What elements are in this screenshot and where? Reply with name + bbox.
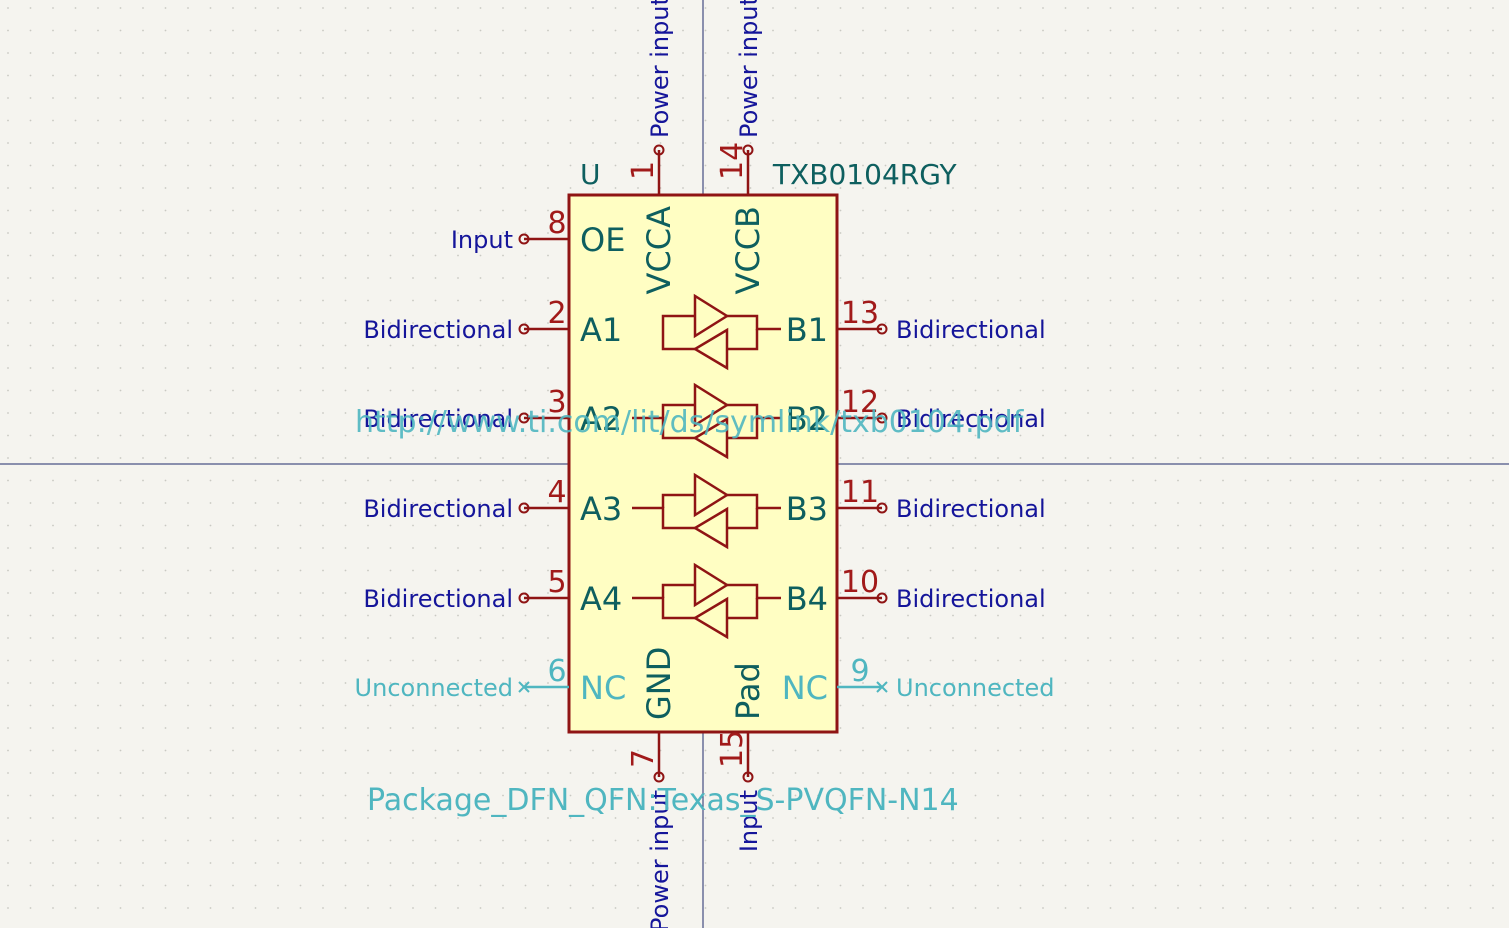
- pin-type-label: Bidirectional: [896, 495, 1046, 523]
- pin-left-a1[interactable]: 2 A1 Bidirectional: [363, 296, 622, 349]
- datasheet-field[interactable]: http://www.ti.com/lit/ds/symlink/txb0104…: [355, 405, 1025, 440]
- pin-type-label: Bidirectional: [363, 316, 513, 344]
- pin-type-label: Input: [451, 226, 513, 254]
- pin-number: 14: [715, 142, 750, 180]
- pin-right-b2[interactable]: 12 B2 Bidirectional: [786, 385, 1046, 438]
- bidirectional-buffer-symbol: [632, 382, 781, 460]
- pin-type-label: Input: [735, 790, 763, 852]
- pin-right-nc[interactable]: 9 NC Unconnected: [782, 654, 1055, 707]
- component-body[interactable]: [567, 193, 839, 734]
- pin-number: 6: [547, 654, 566, 689]
- pin-type-label: Power input: [646, 0, 674, 138]
- pin-name: A3: [580, 490, 622, 528]
- pin-right-b4[interactable]: 10 B4 Bidirectional: [786, 565, 1046, 618]
- pin-name: VCCB: [729, 206, 767, 295]
- pin-type-label: Bidirectional: [896, 316, 1046, 344]
- pin-number: 7: [626, 749, 661, 768]
- pin-name: NC: [580, 669, 626, 707]
- level-shifter-symbols: [632, 293, 781, 640]
- pin-name: B4: [786, 580, 828, 618]
- pin-name: B2: [786, 400, 828, 438]
- pin-number: 12: [841, 385, 879, 420]
- pin-name: GND: [640, 647, 678, 720]
- grid-dots: [7, 7, 1494, 909]
- pin-number: 10: [841, 565, 879, 600]
- pin-type-label: Unconnected: [896, 674, 1054, 702]
- pin-name: B1: [786, 311, 828, 349]
- pin-type-label: Unconnected: [355, 674, 513, 702]
- pin-number: 1: [626, 161, 661, 180]
- pin-bottom-gnd[interactable]: 7 GND Power input: [626, 647, 678, 928]
- bidirectional-buffer-symbol: [632, 562, 781, 640]
- pin-left-nc[interactable]: 6 NC Unconnected: [355, 654, 627, 707]
- pin-type-label: Bidirectional: [363, 405, 513, 433]
- pin-name: Pad: [729, 662, 767, 720]
- pin-name: A2: [580, 400, 622, 438]
- bidirectional-buffer-symbol: [632, 472, 781, 550]
- component-reference[interactable]: U: [580, 158, 601, 191]
- pin-type-label: Bidirectional: [896, 585, 1046, 613]
- pin-left-a3[interactable]: 4 A3 Bidirectional: [363, 475, 622, 528]
- pin-name: OE: [580, 221, 625, 259]
- pin-number: 5: [547, 565, 566, 600]
- pin-number: 3: [547, 385, 566, 420]
- pin-number: 15: [715, 730, 750, 768]
- pin-type-label: Power input: [735, 0, 763, 138]
- pin-type-label: Power input: [646, 790, 674, 928]
- pin-name: A4: [580, 580, 622, 618]
- pin-left-oe[interactable]: 8 OE Input: [451, 206, 626, 259]
- pin-number: 13: [841, 296, 879, 331]
- pin-number: 9: [850, 654, 869, 689]
- footprint-field[interactable]: Package_DFN_QFN:Texas_S-PVQFN-N14: [367, 783, 959, 818]
- pin-type-label: Bidirectional: [363, 495, 513, 523]
- pin-name: A1: [580, 311, 622, 349]
- pin-right-b1[interactable]: 13 B1 Bidirectional: [786, 296, 1046, 349]
- pin-number: 8: [547, 206, 566, 241]
- pin-left-a2[interactable]: 3 A2 Bidirectional: [363, 385, 622, 438]
- pin-name: B3: [786, 490, 828, 528]
- pin-left-a4[interactable]: 5 A4 Bidirectional: [363, 565, 622, 618]
- component-value[interactable]: TXB0104RGY: [772, 158, 958, 191]
- pin-number: 11: [841, 475, 879, 510]
- pin-right-b3[interactable]: 11 B3 Bidirectional: [786, 475, 1046, 528]
- pin-type-label: Bidirectional: [363, 585, 513, 613]
- pin-number: 4: [547, 475, 566, 510]
- pin-type-label: Bidirectional: [896, 405, 1046, 433]
- pin-name: NC: [782, 669, 828, 707]
- pin-number: 2: [547, 296, 566, 331]
- bidirectional-buffer-symbol: [661, 293, 781, 371]
- pin-name: VCCA: [640, 206, 678, 295]
